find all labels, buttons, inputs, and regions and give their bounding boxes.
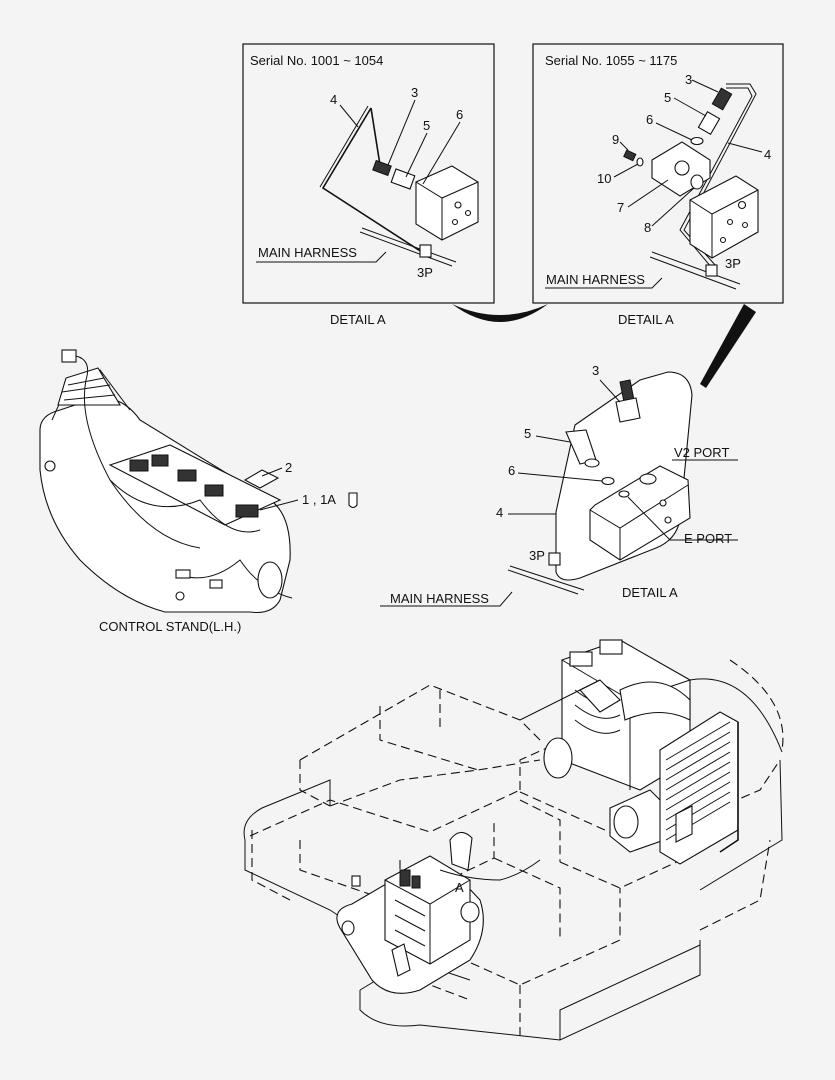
bulb-icon [348, 492, 358, 509]
valve-assembly: A [336, 831, 541, 994]
v2-port-label: V2 PORT [674, 445, 729, 460]
callout-2: 2 [285, 460, 292, 475]
swing-motor [449, 831, 473, 871]
port-block [589, 465, 691, 561]
pressure-sensor-right [711, 87, 733, 111]
serial-label-right: Serial No. 1055 ~ 1175 [545, 53, 677, 68]
valve-block-left [415, 165, 479, 241]
switch-1 [129, 459, 149, 472]
o-ring-8 [690, 174, 704, 190]
adapter-right [697, 110, 721, 136]
e-port-label: E PORT [684, 531, 732, 546]
detail-caption-right: DETAIL A [618, 312, 674, 327]
callout-4-mid: 4 [496, 505, 503, 520]
detail-caption-mid: DETAIL A [622, 585, 678, 600]
callout-3: 3 [411, 85, 418, 100]
reference-swoosh [452, 304, 548, 322]
callout-10: 10 [597, 171, 611, 186]
reference-pointer [700, 304, 756, 388]
engine-filter [543, 737, 573, 779]
callout-3-mid: 3 [592, 363, 599, 378]
o-ring-mid [601, 476, 615, 486]
detail-box-right: Serial No. 1055 ~ 1175 [532, 43, 784, 304]
v2-port-hole [639, 473, 657, 485]
control-stand: 2 1 , 1A [39, 349, 358, 614]
detail-mid: 3 5 6 4 V2 PORT E PORT 3P MAIN HARNESS [380, 363, 738, 607]
callout-5-mid: 5 [524, 426, 531, 441]
main-harness-label-right: MAIN HARNESS [546, 272, 645, 287]
serial-label-left: Serial No. 1001 ~ 1054 [250, 53, 383, 68]
connector-label-left: 3P [417, 265, 433, 280]
detail-caption-left: DETAIL A [330, 312, 386, 327]
connector-3p-right [705, 264, 718, 277]
callout-6: 6 [456, 107, 463, 122]
callout-7: 7 [617, 200, 624, 215]
view-marker-a: A [455, 880, 464, 895]
connector-3p [419, 244, 432, 258]
callout-3-right: 3 [685, 72, 692, 87]
pressure-sensor [372, 159, 392, 177]
main-harness-label-mid: MAIN HARNESS [390, 591, 489, 606]
control-stand-caption: CONTROL STAND(L.H.) [99, 619, 241, 634]
valve-block-right [689, 175, 759, 259]
e-port-hole [618, 490, 630, 498]
switch-2 [151, 454, 169, 467]
o-ring-right [690, 136, 704, 146]
callout-6-mid: 6 [508, 463, 515, 478]
wire-4 [321, 107, 429, 257]
main-harness-label-left: MAIN HARNESS [258, 245, 357, 260]
connector-3p-mid [548, 552, 561, 566]
engine [543, 639, 691, 853]
callout-6-right: 6 [646, 112, 653, 127]
machine-view: A [243, 639, 784, 1041]
callout-4: 4 [330, 92, 337, 107]
detail-frame-left [242, 43, 495, 304]
detail-frame-right [532, 43, 784, 304]
callout-1-1a: 1 , 1A [302, 492, 336, 507]
switch-3 [177, 469, 197, 482]
decal-2 [243, 469, 280, 489]
callout-5-right: 5 [664, 90, 671, 105]
switch-4 [204, 484, 224, 497]
washer [636, 157, 644, 167]
switch-5 [235, 504, 259, 518]
joystick-connector [61, 349, 77, 363]
callout-4-right: 4 [764, 147, 771, 162]
connector-label-mid: 3P [529, 548, 545, 563]
bolt [623, 149, 637, 162]
callout-8: 8 [644, 220, 651, 235]
connector-label-right: 3P [725, 256, 741, 271]
detail-box-left: Serial No. 1001 ~ 1054 4 3 5 6 MAIN HARN… [242, 43, 495, 304]
callout-9: 9 [612, 132, 619, 147]
adapter [390, 168, 416, 190]
radiator [659, 711, 739, 865]
callout-5: 5 [423, 118, 430, 133]
